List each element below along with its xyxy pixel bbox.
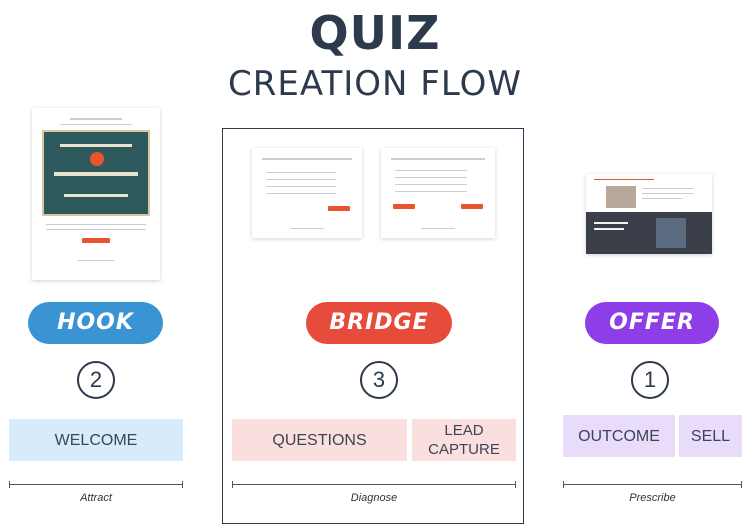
bridge-step-number: 3 <box>360 361 398 399</box>
hook-step-number: 2 <box>77 361 115 399</box>
bridge-caption: Diagnose <box>350 492 398 504</box>
offer-pill: OFFER <box>585 302 719 344</box>
offer-caption: Prescribe <box>629 492 676 504</box>
lead-capture-label: LEAD CAPTURE <box>428 422 500 458</box>
bridge-frame <box>222 128 524 524</box>
outcome-box: OUTCOME <box>563 415 675 457</box>
bridge-question-thumbnail-1 <box>252 148 362 238</box>
hook-range-line <box>9 481 183 488</box>
quiz-question-page-icon <box>252 148 362 238</box>
sales-page-icon <box>586 174 712 254</box>
hook-thumbnail <box>32 108 160 280</box>
hook-caption: Attract <box>80 492 112 504</box>
offer-range-line <box>563 481 742 488</box>
hook-pill: HOOK <box>28 302 163 344</box>
title-quiz: QUIZ <box>309 6 441 60</box>
lead-capture-box: LEAD CAPTURE <box>412 419 516 461</box>
offer-thumbnail <box>586 174 712 254</box>
quiz-question-page-icon <box>381 148 495 238</box>
title-creation-flow: CREATION FLOW <box>228 64 522 104</box>
welcome-box: WELCOME <box>9 419 183 461</box>
bridge-range-line <box>232 481 516 488</box>
sell-box: SELL <box>679 415 742 457</box>
offer-step-number: 1 <box>631 361 669 399</box>
bridge-question-thumbnail-2 <box>381 148 495 238</box>
questions-box: QUESTIONS <box>232 419 407 461</box>
bridge-pill: BRIDGE <box>306 302 452 344</box>
platform-assessment-poster-icon <box>32 108 160 280</box>
